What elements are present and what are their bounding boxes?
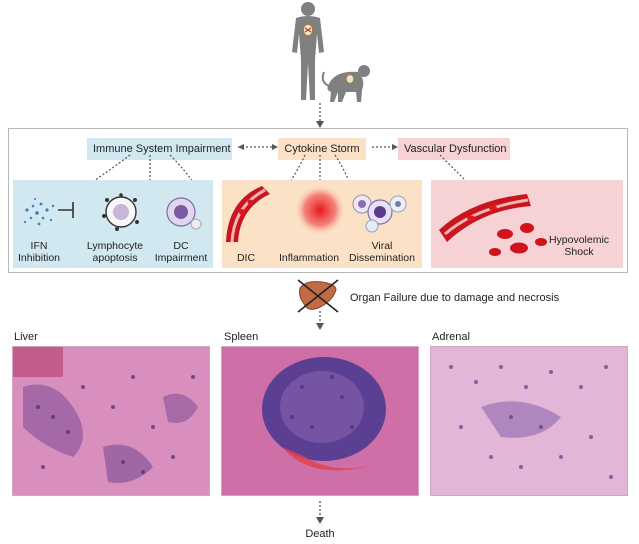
death-arrow: [316, 501, 324, 524]
inhibition-icon: [58, 202, 74, 218]
dic-label: DIC: [236, 252, 256, 264]
organ-arrow: [316, 311, 324, 330]
dic-vessel-icon: [226, 186, 270, 242]
viral-cells-icon: [352, 194, 407, 233]
adrenal-title: Adrenal: [432, 331, 470, 343]
adrenal-histology: [430, 346, 628, 496]
immune-impairment-node: Immune System Impairment: [87, 138, 232, 160]
vascular-dysfunction-node: Vascular Dysfunction: [398, 138, 510, 160]
host-silhouettes: [292, 2, 370, 102]
inflammation-label: Inflammation: [278, 252, 340, 264]
inflammation-icon: [294, 184, 346, 236]
node-arrows: [84, 144, 473, 189]
red-blood-cells-icon: [489, 223, 547, 256]
organ-failure-icon: [297, 279, 339, 313]
host-arrow: [316, 103, 324, 128]
cytokine-icons: [226, 184, 407, 242]
immune-icons: [23, 193, 202, 231]
spleen-title: Spleen: [224, 331, 259, 343]
death-label: Death: [305, 528, 335, 540]
ifn-dots-icon: [23, 198, 55, 226]
lymphocyte-icon: [102, 193, 139, 231]
blood-vessel-icon: [439, 194, 531, 242]
human-icon: [292, 2, 324, 100]
liver-title: Liver: [14, 331, 38, 343]
cytokine-storm-node: Cytokine Storm: [278, 138, 366, 160]
organ-failure-text: Organ Failure due to damage and necrosis: [350, 292, 560, 304]
liver-histology: [12, 346, 210, 496]
dendritic-cell-icon: [166, 197, 202, 230]
pathogenesis-box: [8, 128, 628, 273]
vascular-icons: [439, 194, 547, 256]
spleen-histology: [221, 346, 419, 496]
